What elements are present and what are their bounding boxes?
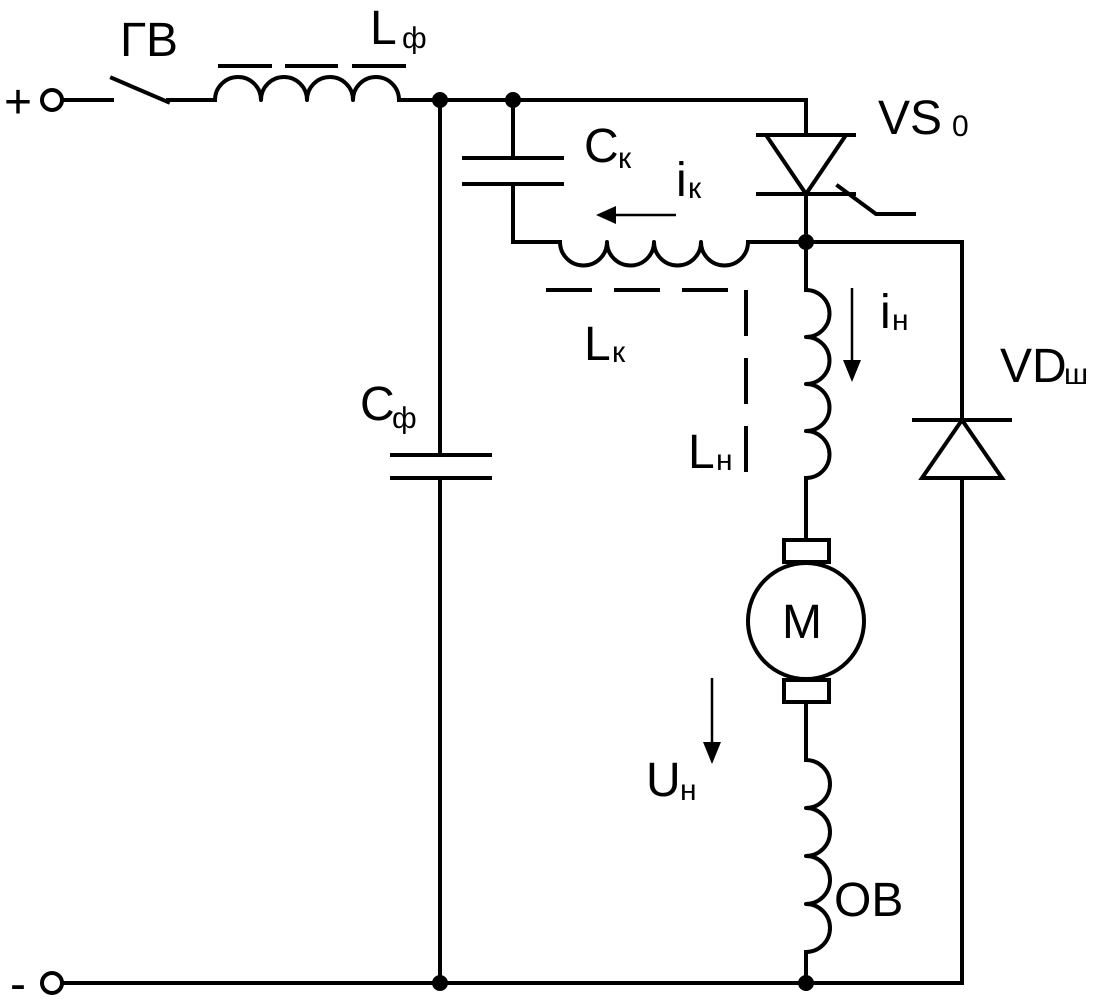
thyristor-subscript: 0: [952, 110, 969, 143]
terminal-plus: +: [4, 76, 64, 129]
load-inductor-label: L: [688, 426, 715, 479]
wire-top-bus: [438, 98, 808, 137]
terminal-plus-label: +: [4, 76, 32, 129]
terminal-minus: -: [10, 958, 64, 1001]
commutation-current-arrow: i к: [596, 154, 702, 224]
commutation-capacitor-subscript: к: [618, 142, 632, 175]
field-winding: ОВ: [804, 758, 903, 985]
junction-bottom-1: [432, 975, 448, 991]
filter-inductor-label: L: [370, 2, 397, 55]
load-voltage-subscript: н: [680, 774, 697, 807]
shunt-diode: VD ш: [912, 340, 1088, 985]
commutation-capacitor-label: C: [584, 120, 619, 173]
commutation-capacitor: C к: [462, 98, 632, 244]
shunt-diode-subscript: ш: [1064, 358, 1088, 391]
motor-label: M: [782, 596, 822, 649]
shunt-diode-label: VD: [1000, 340, 1067, 393]
load-current-arrow: i н: [843, 286, 909, 382]
filter-capacitor: C ф: [360, 98, 492, 985]
load-current-subscript: н: [892, 304, 909, 337]
terminal-minus-label: -: [10, 958, 26, 1001]
commutation-inductor: L к: [546, 240, 808, 371]
junction-bottom-2: [798, 975, 814, 991]
load-current-label: i: [880, 286, 891, 339]
main-switch: ГВ: [109, 14, 217, 105]
motor: M: [746, 538, 866, 762]
filter-capacitor-subscript: ф: [392, 402, 417, 435]
filter-capacitor-label: C: [360, 378, 395, 431]
filter-inductor-subscript: ф: [402, 22, 427, 55]
main-switch-label: ГВ: [120, 14, 178, 67]
load-inductor: L н: [688, 240, 832, 542]
thyristor-label: VS: [878, 92, 942, 145]
thyristor: VS 0: [756, 92, 969, 244]
commutation-current-subscript: к: [688, 172, 702, 205]
filter-inductor: L ф: [213, 2, 442, 102]
load-voltage-arrow: U н: [646, 678, 721, 807]
commutation-current-label: i: [676, 154, 687, 207]
commutation-inductor-label: L: [584, 318, 611, 371]
field-winding-label: ОВ: [834, 874, 903, 927]
load-voltage-label: U: [646, 754, 681, 807]
load-inductor-subscript: н: [716, 444, 733, 477]
commutation-inductor-subscript: к: [612, 336, 626, 369]
wire-to-diode: [804, 240, 964, 422]
